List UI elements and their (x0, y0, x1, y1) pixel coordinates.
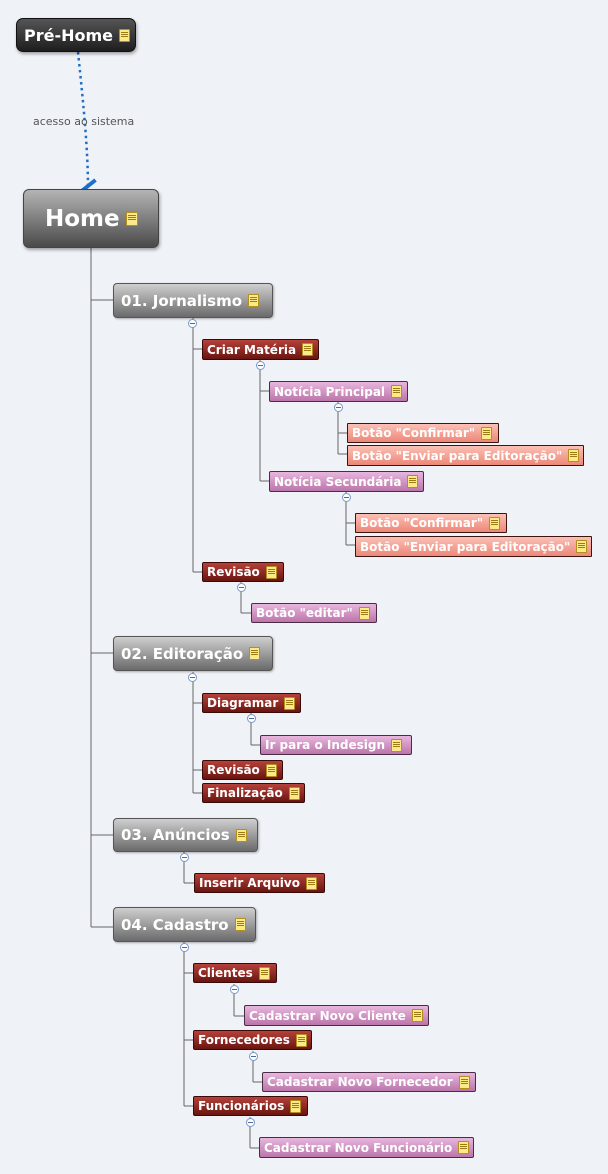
note-icon[interactable] (290, 1099, 302, 1113)
topic-label: Botão "Confirmar" (352, 426, 476, 440)
topic-label: Revisão (207, 763, 260, 777)
topic-cadastrar-novo-cliente[interactable]: Cadastrar Novo Cliente (244, 1005, 429, 1026)
topic-inserir-arquivo[interactable]: Inserir Arquivo (194, 873, 325, 893)
note-icon[interactable] (295, 1033, 307, 1047)
note-icon[interactable] (248, 294, 260, 307)
note-icon[interactable] (249, 647, 261, 660)
collapse-toggle-icon[interactable] (237, 583, 246, 592)
note-icon[interactable] (391, 738, 402, 752)
topic-label: Fornecedores (198, 1033, 290, 1047)
topic-cadastro[interactable]: 04. Cadastro (113, 907, 256, 942)
collapse-toggle-icon[interactable] (188, 319, 197, 328)
topic-label: Revisão (207, 565, 260, 579)
collapse-toggle-icon[interactable] (342, 493, 351, 502)
topic-ir-para-indesign[interactable]: Ir para o Indesign (260, 735, 412, 755)
topic-botao-confirmar[interactable]: Botão "Confirmar" (355, 513, 507, 533)
topic-label: Finalização (207, 786, 283, 800)
topic-label: Botão "Confirmar" (360, 516, 484, 530)
note-icon[interactable] (125, 211, 138, 226)
note-icon[interactable] (489, 516, 501, 530)
topic-label: Cadastrar Novo Fornecedor (267, 1075, 453, 1089)
topic-anuncios[interactable]: 03. Anúncios (113, 818, 258, 852)
note-icon[interactable] (411, 1009, 423, 1022)
collapse-toggle-icon[interactable] (188, 673, 197, 682)
topic-label: 04. Cadastro (121, 915, 229, 934)
topic-botao-enviar-editoracao[interactable]: Botão "Enviar para Editoração" (355, 536, 592, 557)
note-icon[interactable] (235, 828, 247, 842)
topic-label: Clientes (198, 966, 253, 980)
note-icon[interactable] (481, 426, 493, 440)
topic-label: Inserir Arquivo (199, 876, 300, 890)
collapse-toggle-icon[interactable] (247, 714, 256, 723)
topic-clientes[interactable]: Clientes (193, 963, 277, 983)
collapse-toggle-icon[interactable] (256, 361, 265, 370)
note-icon[interactable] (458, 1075, 470, 1089)
collapse-toggle-icon[interactable] (246, 1118, 255, 1127)
topic-funcionarios[interactable]: Funcionários (193, 1096, 308, 1116)
topic-label: Pré-Home (24, 25, 114, 45)
topic-home[interactable]: Home (23, 189, 159, 248)
note-icon[interactable] (576, 540, 588, 553)
note-icon[interactable] (265, 763, 277, 777)
topic-label: Notícia Secundária (274, 474, 402, 489)
collapse-toggle-icon[interactable] (230, 985, 239, 994)
collapse-toggle-icon[interactable] (249, 1052, 258, 1061)
relationship-arrow (76, 51, 97, 202)
collapse-toggle-icon[interactable] (180, 853, 189, 862)
topic-label: Notícia Principal (274, 384, 386, 399)
topic-label: 02. Editoração (121, 644, 244, 663)
topic-label: 03. Anúncios (121, 826, 230, 844)
topic-finalizacao[interactable]: Finalização (202, 783, 305, 803)
collapse-toggle-icon[interactable] (180, 943, 189, 952)
topic-fornecedores[interactable]: Fornecedores (193, 1030, 312, 1050)
topic-pre-home[interactable]: Pré-Home (16, 18, 136, 52)
topic-criar-materia[interactable]: Criar Matéria (202, 339, 319, 360)
topic-cadastrar-novo-funcionario[interactable]: Cadastrar Novo Funcionário (259, 1137, 474, 1158)
topic-label: Cadastrar Novo Funcionário (264, 1140, 453, 1155)
note-icon[interactable] (119, 28, 131, 42)
note-icon[interactable] (288, 786, 300, 800)
topic-label: Cadastrar Novo Cliente (249, 1008, 406, 1023)
topic-diagramar[interactable]: Diagramar (202, 693, 301, 713)
topic-label: Botão "Enviar para Editoração" (360, 539, 571, 554)
relationship-label: acesso ao sistema (33, 115, 135, 128)
topic-cadastrar-novo-fornecedor[interactable]: Cadastrar Novo Fornecedor (262, 1072, 476, 1092)
note-icon[interactable] (407, 475, 419, 488)
note-icon[interactable] (284, 696, 296, 710)
topic-label: Ir para o Indesign (265, 738, 385, 752)
topic-revisao[interactable]: Revisão (202, 760, 283, 780)
topic-revisao[interactable]: Revisão (202, 562, 284, 582)
note-icon[interactable] (258, 966, 270, 980)
note-icon[interactable] (458, 1141, 470, 1154)
topic-label: Criar Matéria (207, 342, 297, 357)
topic-editoracao[interactable]: 02. Editoração (113, 636, 273, 671)
topic-label: Botão "editar" (256, 606, 353, 620)
topic-label: 01. Jornalismo (121, 291, 243, 310)
note-icon[interactable] (302, 343, 314, 356)
topic-botao-confirmar[interactable]: Botão "Confirmar" (347, 423, 499, 443)
topic-noticia-principal[interactable]: Notícia Principal (269, 381, 408, 402)
topic-label: Home (45, 205, 120, 232)
note-icon[interactable] (391, 385, 403, 398)
note-icon[interactable] (265, 565, 277, 579)
topic-botao-enviar-editoracao[interactable]: Botão "Enviar para Editoração" (347, 445, 584, 466)
note-icon[interactable] (568, 449, 580, 462)
topic-label: Funcionários (198, 1099, 285, 1113)
note-icon[interactable] (234, 918, 246, 931)
topic-botao-editar[interactable]: Botão "editar" (251, 603, 377, 623)
note-icon[interactable] (305, 876, 317, 890)
topic-noticia-secundaria[interactable]: Notícia Secundária (269, 471, 424, 492)
topic-jornalismo[interactable]: 01. Jornalismo (113, 283, 273, 318)
note-icon[interactable] (358, 606, 370, 620)
collapse-toggle-icon[interactable] (334, 403, 343, 412)
topic-label: Botão "Enviar para Editoração" (352, 448, 563, 463)
topic-label: Diagramar (207, 696, 279, 710)
